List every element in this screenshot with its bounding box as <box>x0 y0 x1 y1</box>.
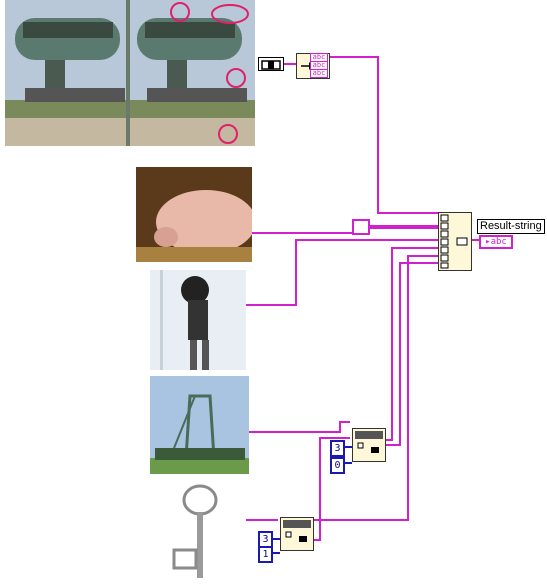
concatenate-strings-node[interactable] <box>438 212 472 271</box>
lower-constant-length[interactable]: 3 <box>258 531 273 548</box>
abc-array-constant[interactable]: abc abc abc <box>310 53 330 79</box>
string-subset-node-lower[interactable] <box>280 517 314 551</box>
empty-string-constant[interactable] <box>352 219 370 235</box>
wire-tower-out[interactable] <box>384 247 440 441</box>
pig-image <box>136 167 252 262</box>
result-string-indicator[interactable]: ▸abc <box>479 235 513 249</box>
wire-tower-in[interactable] <box>249 421 350 433</box>
key-image <box>168 484 228 582</box>
result-string-label: Result-string <box>477 219 545 234</box>
upper-constant-length[interactable]: 3 <box>330 440 345 457</box>
building-image-pair <box>5 0 255 146</box>
upper-constant-offset[interactable]: 0 <box>330 457 345 474</box>
wire-top[interactable] <box>330 56 440 214</box>
wire-sub1[interactable] <box>312 437 350 541</box>
lower-constant-offset[interactable]: 1 <box>258 546 273 563</box>
woman-image <box>150 270 246 370</box>
wire-woman[interactable] <box>246 239 440 306</box>
wire-sub2[interactable] <box>384 262 440 446</box>
abc-item-2: abc <box>310 69 328 78</box>
wire-pig[interactable] <box>252 227 440 234</box>
wire-key-out[interactable] <box>310 255 440 521</box>
string-subset-node-upper[interactable] <box>352 428 386 462</box>
mine-tower-image <box>150 376 249 474</box>
array-terminal[interactable] <box>258 57 284 71</box>
